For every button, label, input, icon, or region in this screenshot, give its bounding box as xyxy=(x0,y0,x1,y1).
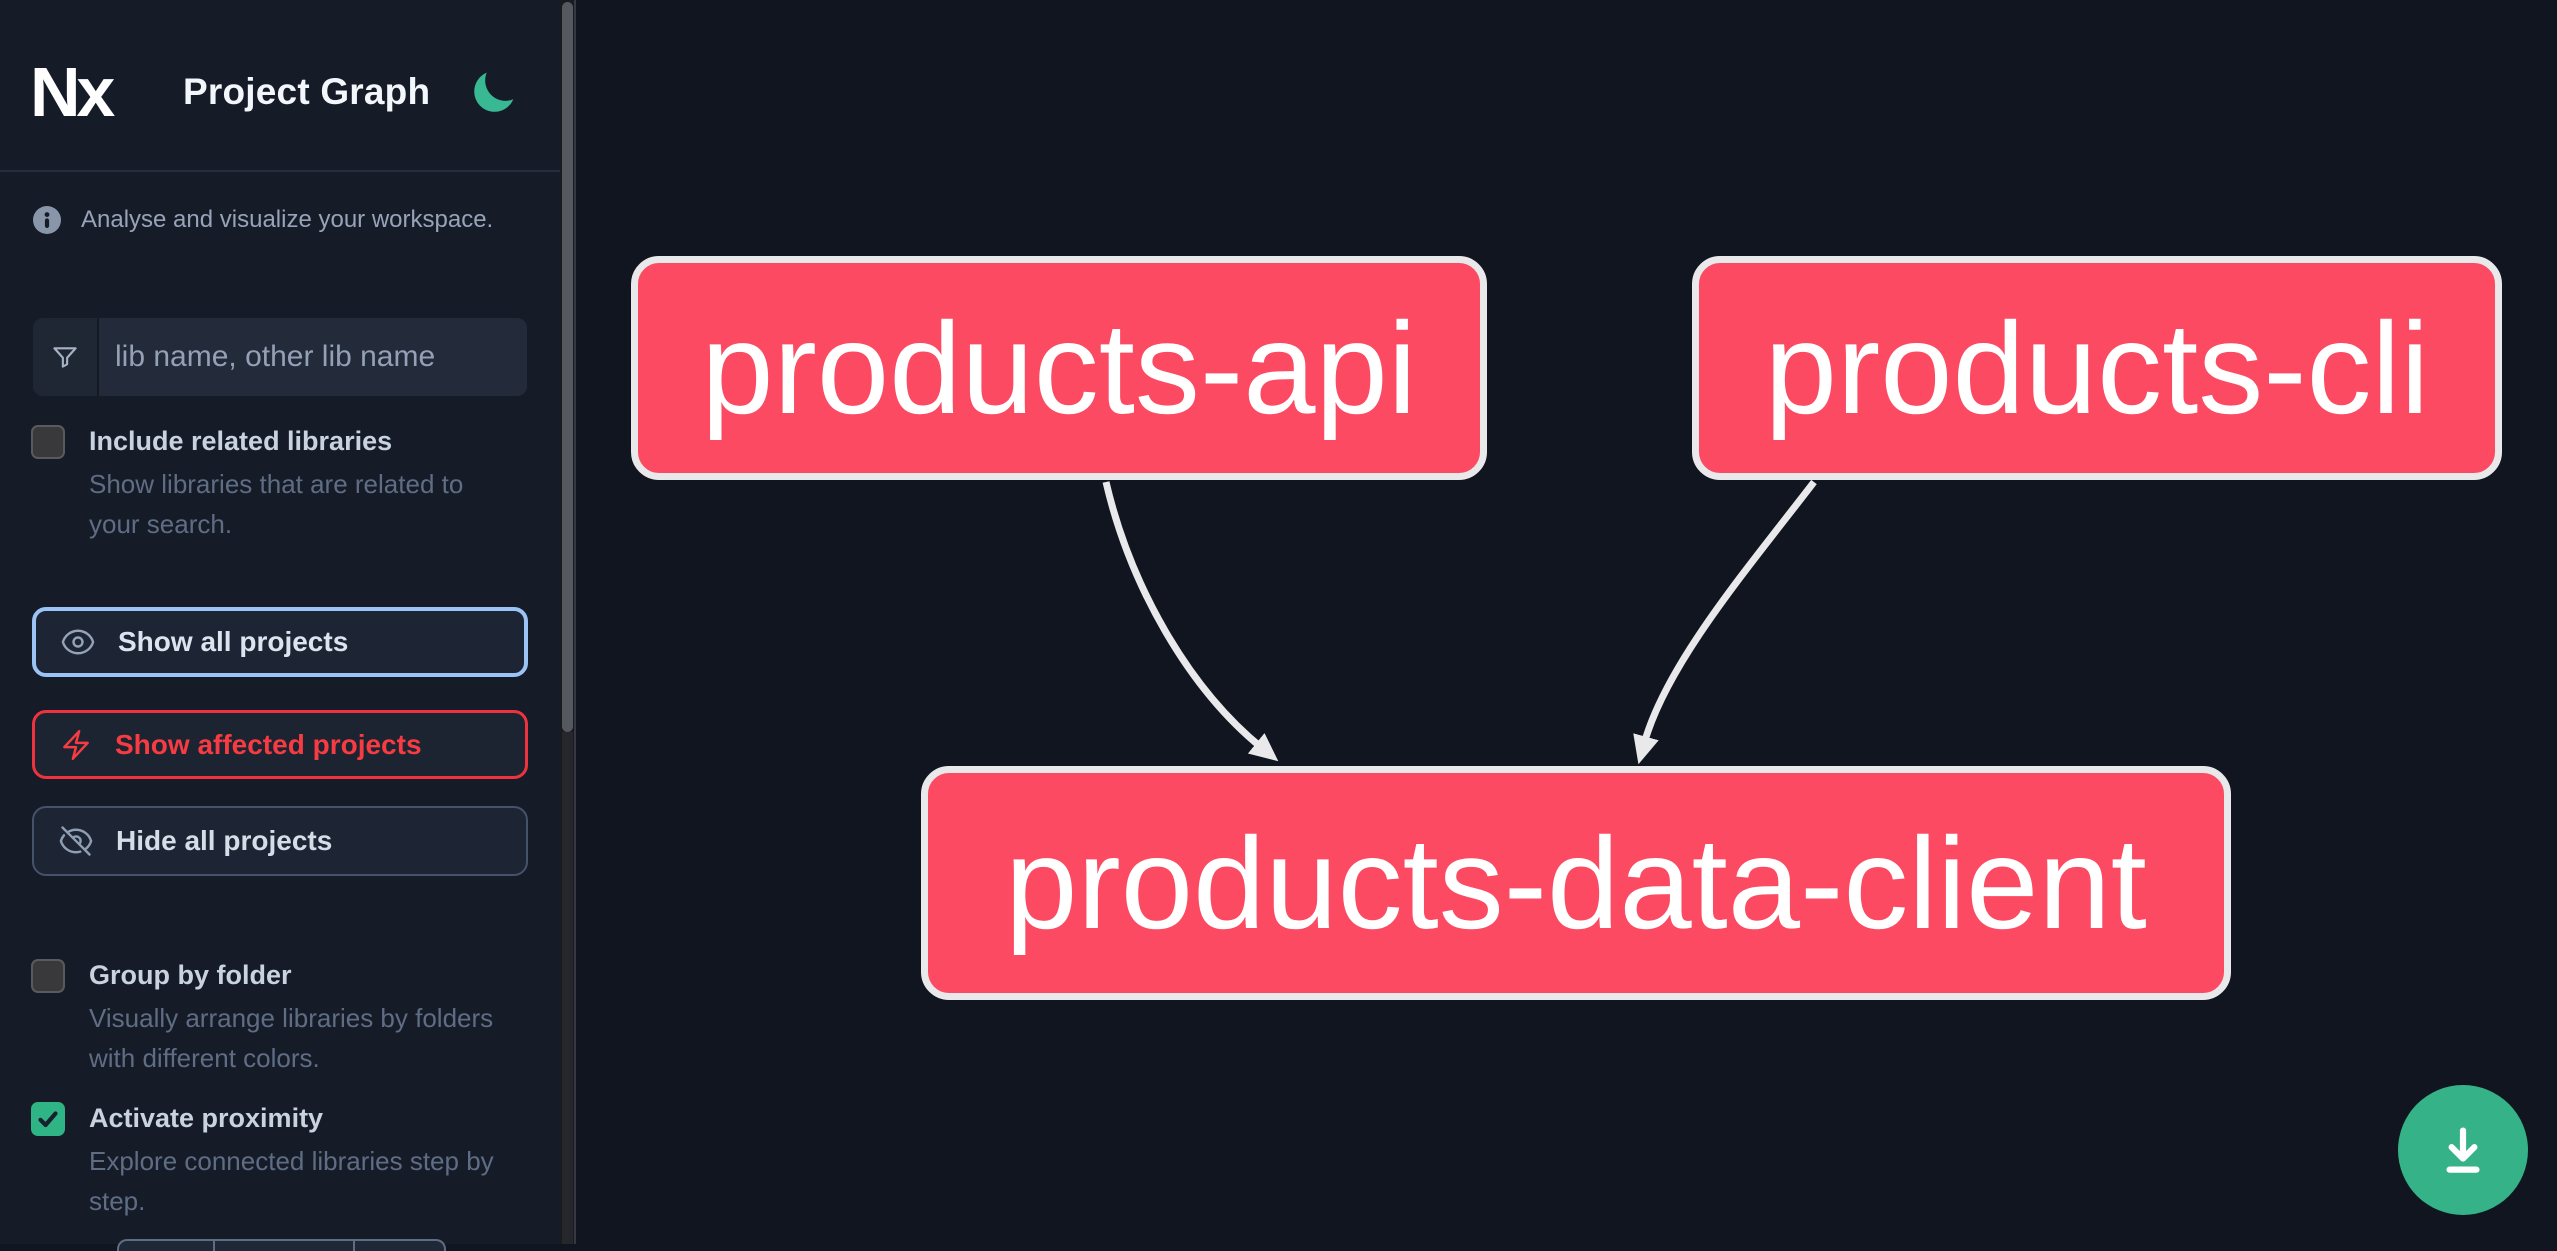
checkbox-label: Group by folder xyxy=(89,960,292,990)
nx-logo: Nx xyxy=(30,53,115,131)
graph-node-products-data-client[interactable]: products-data-client xyxy=(921,766,2231,1000)
checkmark-icon xyxy=(36,1107,60,1131)
activate-proximity-checkbox[interactable] xyxy=(31,1102,65,1136)
graph-node-products-api[interactable]: products-api xyxy=(631,256,1487,480)
info-icon xyxy=(33,206,61,234)
show-affected-projects-button[interactable]: Show affected projects xyxy=(32,710,528,779)
bolt-icon xyxy=(59,728,93,762)
show-all-projects-button[interactable]: Show all projects xyxy=(32,607,528,677)
page-title: Project Graph xyxy=(183,71,431,112)
checkbox-label: Activate proximity xyxy=(89,1103,324,1133)
graph-node-products-cli[interactable]: products-cli xyxy=(1692,256,2502,480)
sidebar-header: Nx Project Graph xyxy=(0,0,560,170)
checkbox-description: Show libraries that are related to your … xyxy=(89,469,464,539)
eye-icon xyxy=(60,624,96,660)
funnel-icon xyxy=(50,342,80,372)
checkbox-row-group-by-folder: Group by folder Visually arrange librari… xyxy=(31,958,519,1078)
checkbox-label: Include related libraries xyxy=(89,426,393,456)
sidebar-scrollbar-track-lower xyxy=(562,732,573,1244)
checkbox-description: Visually arrange libraries by folders wi… xyxy=(89,1003,494,1073)
include-related-checkbox[interactable] xyxy=(31,425,65,459)
download-graph-button[interactable] xyxy=(2398,1085,2528,1215)
button-label: Show affected projects xyxy=(115,728,422,760)
button-label: Hide all projects xyxy=(116,825,333,856)
search-box xyxy=(33,318,527,396)
workspace-tagline: Analyse and visualize your workspace. xyxy=(33,206,493,234)
filter-icon-cell xyxy=(33,318,97,396)
checkbox-row-activate-proximity: Activate proximity Explore connected lib… xyxy=(31,1101,519,1221)
proximity-stepper-partial[interactable] xyxy=(117,1239,446,1251)
group-by-folder-checkbox[interactable] xyxy=(31,959,65,993)
moon-icon xyxy=(468,68,518,118)
eye-slash-icon xyxy=(58,823,94,859)
search-divider xyxy=(97,318,99,396)
search-input[interactable] xyxy=(99,318,527,396)
header-divider xyxy=(0,170,560,172)
download-icon xyxy=(2432,1119,2494,1181)
tagline-text: Analyse and visualize your workspace. xyxy=(81,206,494,233)
theme-toggle-button[interactable] xyxy=(468,68,518,118)
sidebar-scrollbar-thumb[interactable] xyxy=(562,2,573,732)
button-label: Show all projects xyxy=(118,626,349,657)
sidebar: Nx Project Graph Analyse and visualize y… xyxy=(0,0,560,1251)
checkbox-description: Explore connected libraries step by step… xyxy=(89,1146,494,1216)
hide-all-projects-button[interactable]: Hide all projects xyxy=(32,806,528,876)
checkbox-row-include-related: Include related libraries Show libraries… xyxy=(31,424,519,544)
project-graph-canvas[interactable] xyxy=(576,0,2557,1244)
